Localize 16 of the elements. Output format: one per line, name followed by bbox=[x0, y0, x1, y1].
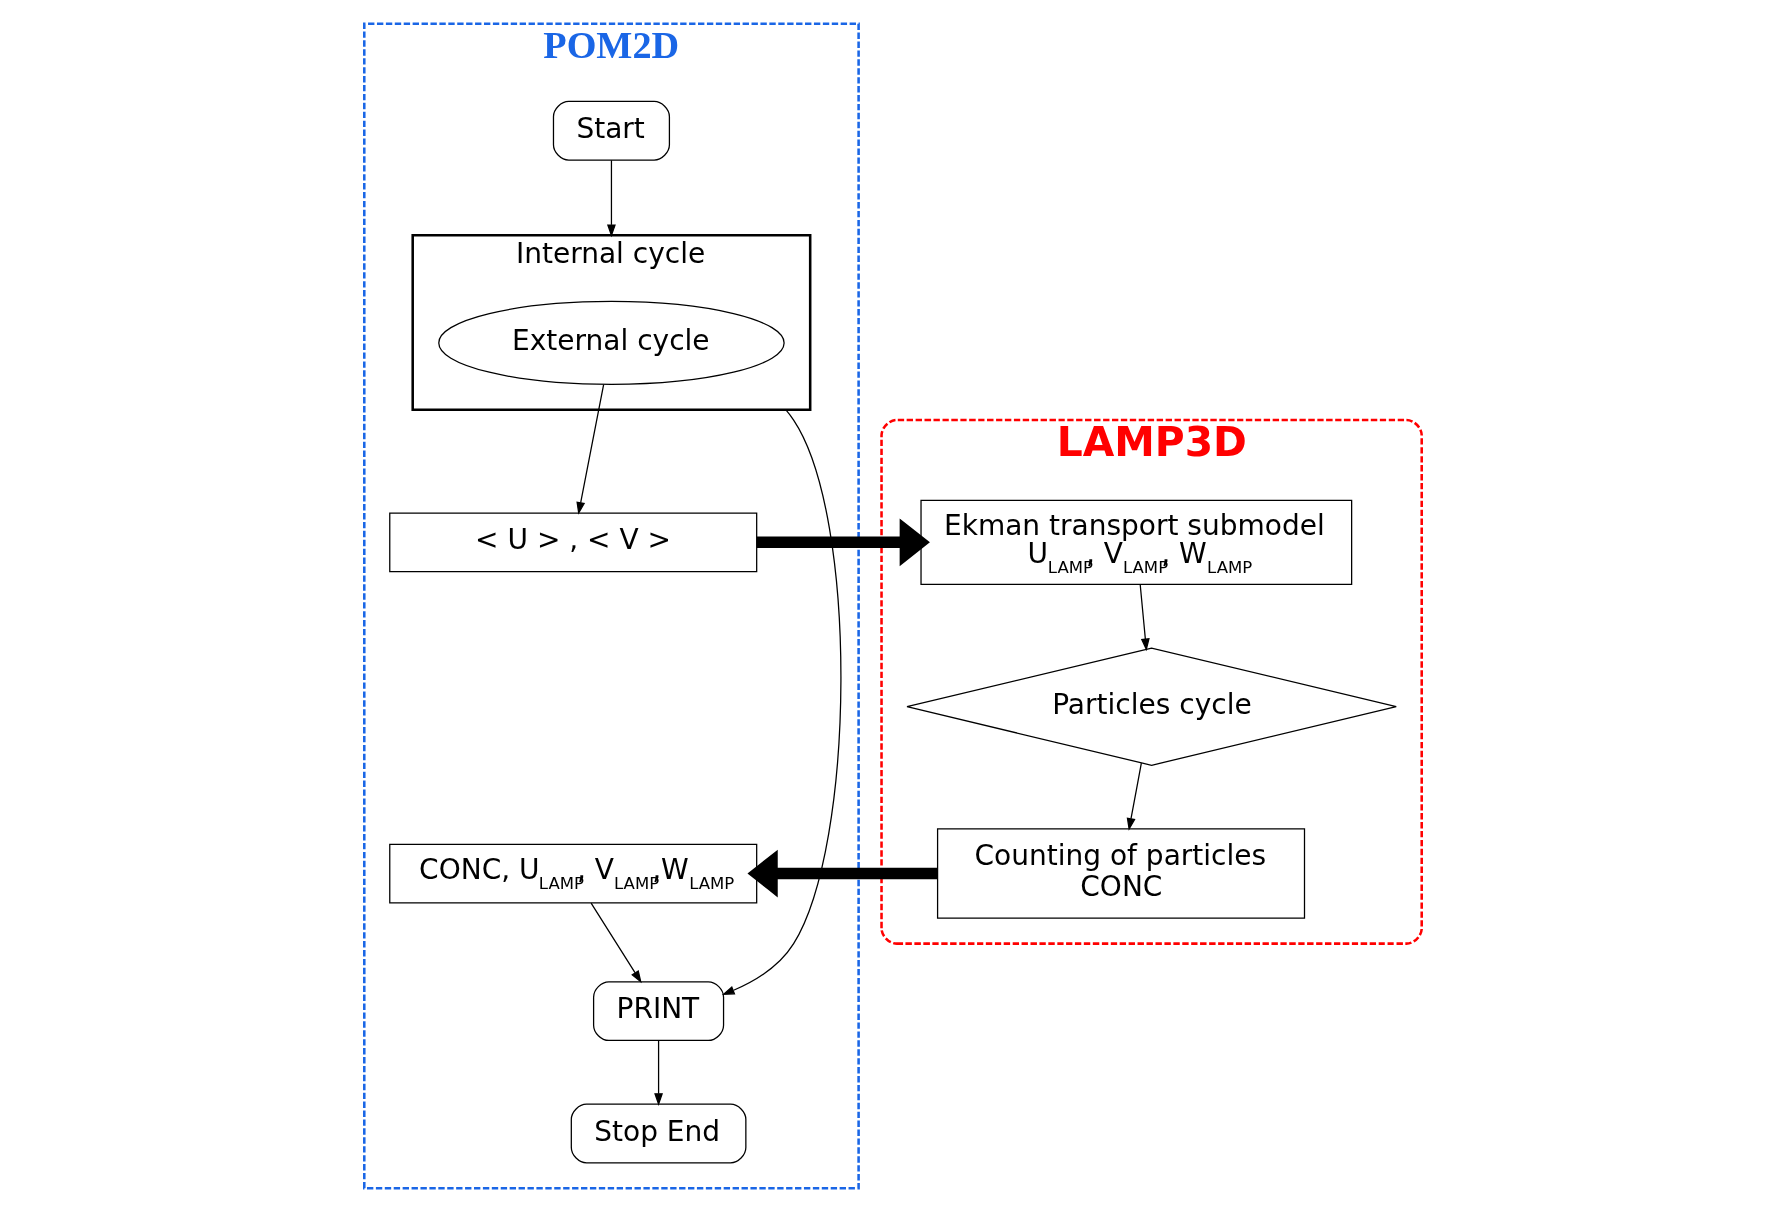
arrow bbox=[575, 383, 604, 515]
node-box: PRINT bbox=[592, 981, 724, 1042]
node-diamond: Particles cycle bbox=[905, 647, 1397, 766]
arrow bbox=[1139, 583, 1150, 652]
arrow bbox=[653, 1040, 663, 1106]
arrow bbox=[590, 902, 642, 984]
arrow bbox=[1126, 762, 1142, 831]
node-box: Stop End bbox=[570, 1103, 746, 1164]
arrow bbox=[721, 409, 842, 995]
arrow bbox=[606, 159, 616, 238]
node-box: Counting of particles CONC bbox=[936, 828, 1305, 919]
arrow bbox=[756, 518, 930, 567]
node-ellipse: External cycle bbox=[437, 300, 785, 385]
arrow bbox=[746, 849, 937, 898]
node-box: Start bbox=[552, 100, 670, 161]
node-box: < U > , < V > bbox=[388, 512, 757, 573]
